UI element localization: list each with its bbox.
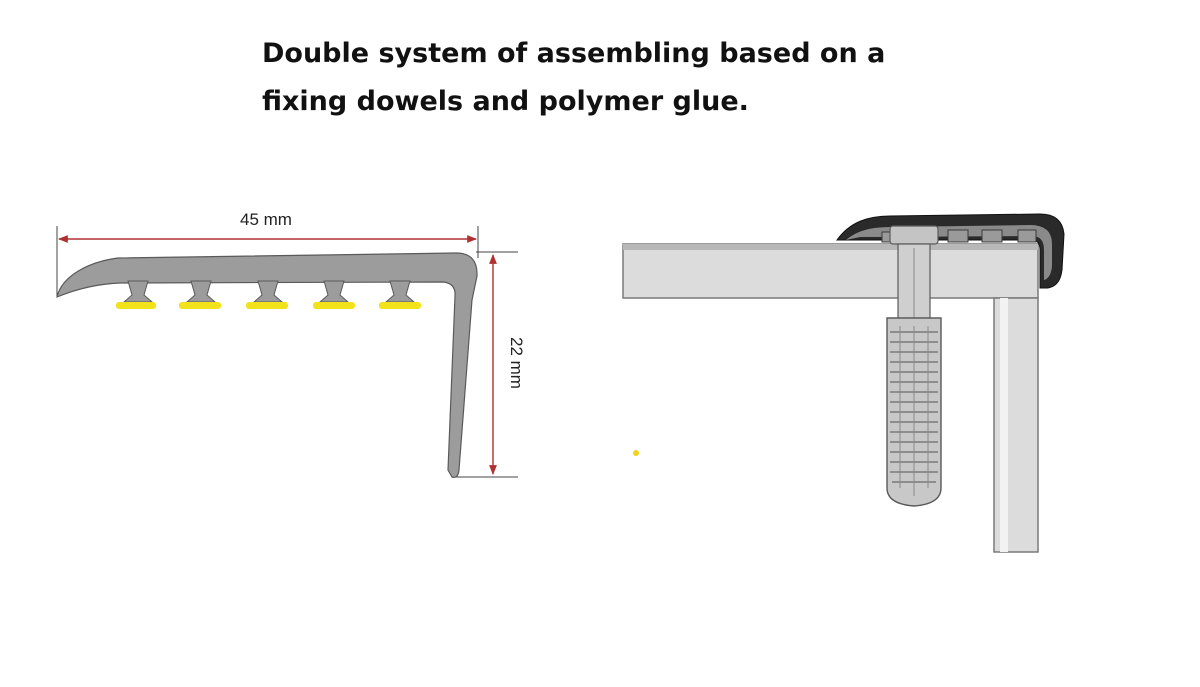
profile-cross-section: 45 mm 22 mm	[56, 210, 526, 478]
glue-strip	[116, 302, 156, 309]
caption-line-1: Double system of assembling based on a	[262, 38, 886, 69]
glue-dot	[633, 450, 639, 456]
nosing-ribs	[881, 229, 1037, 243]
nosing-rib	[1017, 229, 1037, 243]
profile-rib	[384, 280, 416, 303]
step-board-top-edge	[623, 244, 1038, 250]
profile-rib	[252, 280, 284, 303]
nosing-rib	[947, 229, 969, 243]
caption-line-2: fixing dowels and polymer glue.	[262, 86, 749, 117]
riser-board-highlight	[1000, 298, 1008, 552]
profile-rib	[318, 280, 350, 303]
glue-strips	[116, 302, 421, 309]
installed-assembly	[622, 213, 1065, 553]
glue-strip	[246, 302, 288, 309]
dowel-plug-grooves	[899, 326, 929, 496]
profile-rib	[122, 280, 154, 303]
glue-strip	[379, 302, 421, 309]
diagram-caption: Double system of assembling based on a f…	[262, 30, 982, 126]
nosing-rib	[981, 229, 1003, 243]
glue-strip	[313, 302, 355, 309]
step-board	[622, 243, 1039, 299]
dowel-head	[889, 225, 939, 245]
height-dimension-label: 22 mm	[507, 337, 526, 389]
glue-strip	[179, 302, 221, 309]
profile-ribs	[122, 280, 416, 303]
nosing-profile-body	[56, 252, 478, 478]
width-dimension-label: 45 mm	[240, 210, 292, 229]
profile-rib	[185, 280, 217, 303]
